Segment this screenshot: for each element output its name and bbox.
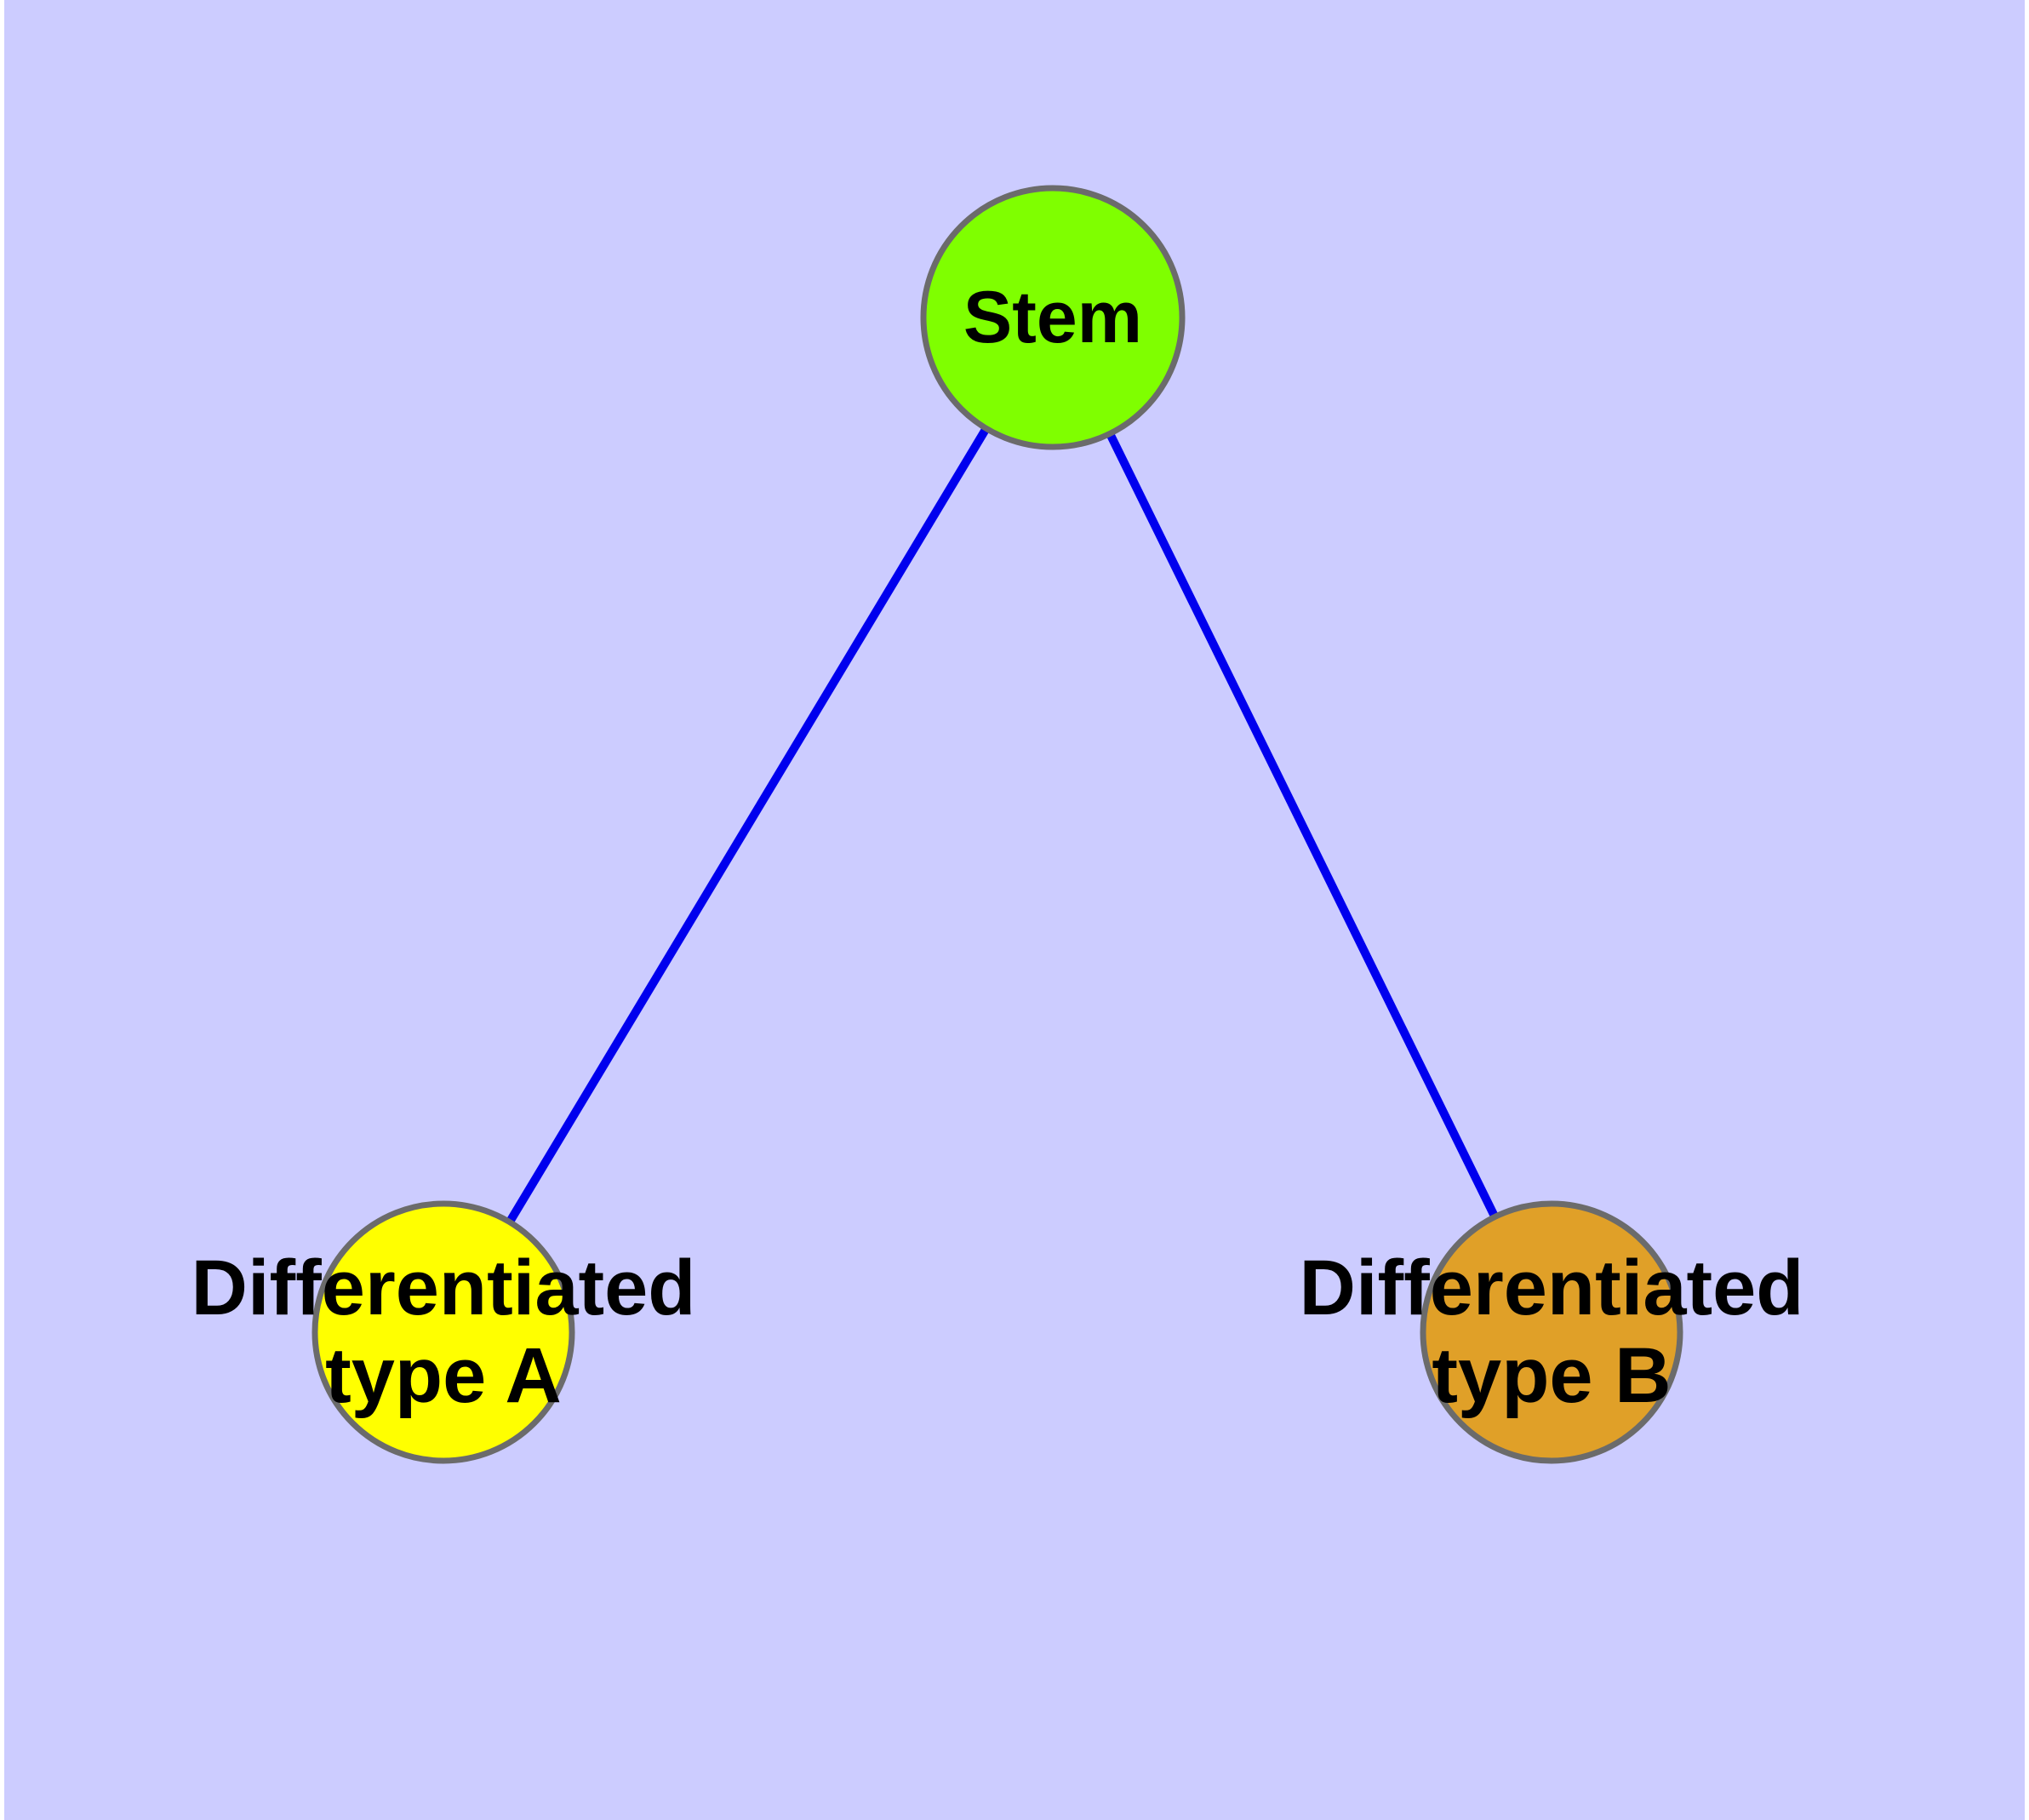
node-circle-diff-a[interactable] [311,1200,575,1464]
node-circle-stem[interactable] [920,185,1186,450]
node-circle-diff-b[interactable] [1420,1200,1683,1464]
edge-stem-diff-a[interactable] [504,423,992,1228]
edge-stem-diff-b[interactable] [1104,428,1500,1222]
nodes-layer [311,185,1683,1464]
edges-layer [504,423,1500,1228]
